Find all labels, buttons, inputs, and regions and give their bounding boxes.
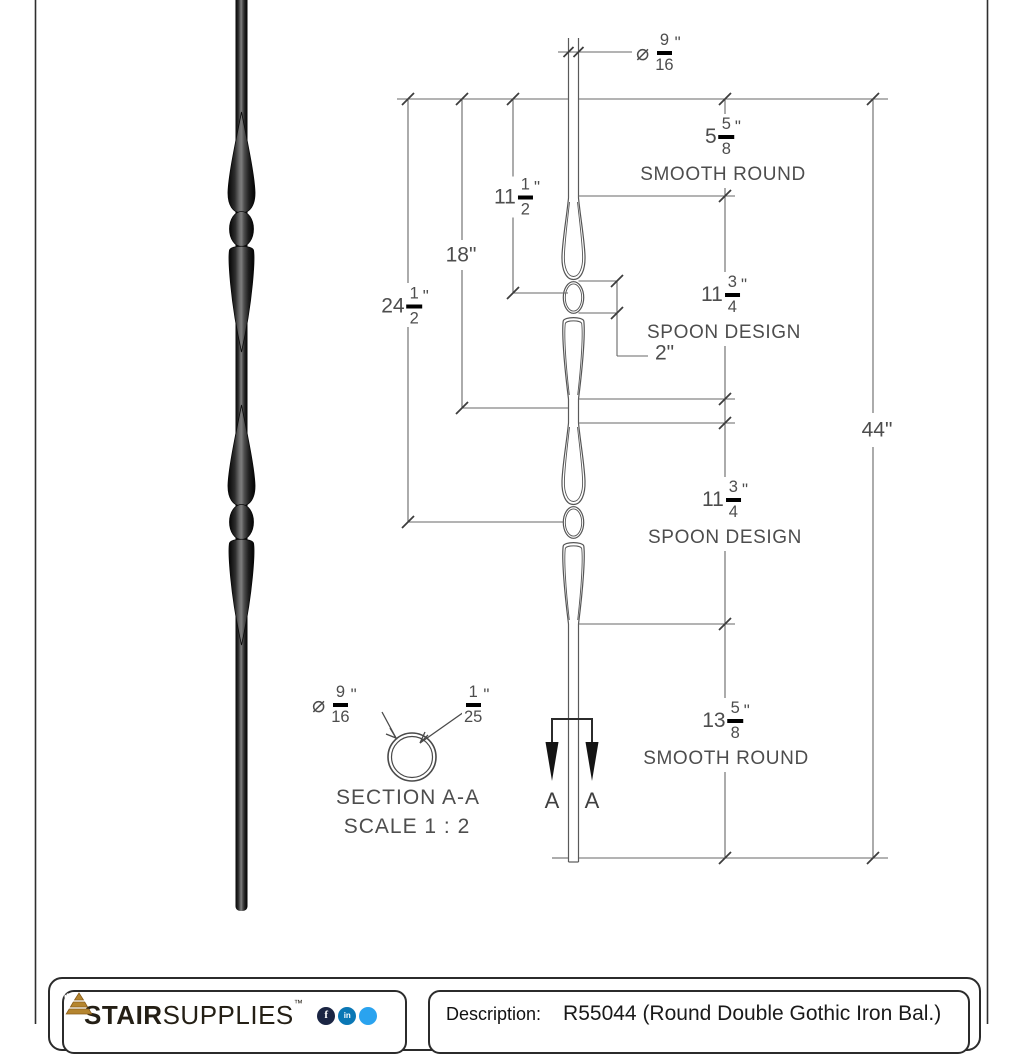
drawing-sheet: [34, 0, 989, 1024]
logo-box: STAIRSUPPLIES™ f in: [62, 990, 407, 1054]
baluster-spoon-2: [227, 404, 256, 646]
dim-18: 18": [443, 243, 479, 267]
brand-regular: SUPPLIES: [162, 1000, 294, 1030]
section-cut-bracket: [551, 718, 593, 742]
extension-lines: [397, 51, 888, 859]
brand-trademark: ™: [293, 998, 304, 1008]
stairsupplies-pyramid-icon: [65, 992, 93, 1015]
brand-bold: STAIR: [84, 1000, 163, 1030]
section-arrow-right: [585, 742, 599, 781]
spoon-outline-2: [561, 422, 586, 625]
page-border: [34, 0, 989, 1024]
section-arrow-left: [545, 742, 559, 781]
baluster-photo: [227, 0, 256, 911]
social-icons: f in: [64, 993, 378, 1025]
section-title: SECTION A-A: [335, 786, 481, 810]
label-smooth-bottom: SMOOTH ROUND: [643, 748, 809, 769]
description-value: R55044 (Round Double Gothic Iron Bal.): [563, 1002, 942, 1025]
tick-marks: [401, 46, 880, 865]
section-scale: SCALE 1 : 2: [343, 815, 471, 839]
twitter-icon: [64, 993, 378, 1025]
label-smooth-top: SMOOTH ROUND: [640, 164, 806, 185]
facebook-icon: f: [317, 1006, 336, 1025]
baluster-spoon-1: [227, 111, 256, 353]
section-arrow-label-right: A: [584, 788, 600, 813]
description-box: Description: R55044 (Round Double Gothic…: [428, 990, 970, 1054]
label-spoon-a: SPOON DESIGN: [647, 322, 801, 343]
linkedin-icon: in: [338, 1006, 357, 1025]
section-detail-circle: [387, 732, 437, 782]
brand-text: STAIRSUPPLIES™: [84, 998, 304, 1031]
spoon-outline-1: [561, 197, 586, 400]
section-leader-lines: [381, 711, 465, 744]
description-label: Description:: [446, 1003, 542, 1024]
dimension-lines: [407, 99, 874, 858]
drawing-rod: [567, 38, 580, 863]
dim-overall-44: 44": [859, 418, 895, 442]
label-spoon-b: SPOON DESIGN: [648, 527, 802, 548]
section-arrow-label-left: A: [544, 788, 560, 813]
dim-ball-height: 2": [653, 341, 677, 365]
